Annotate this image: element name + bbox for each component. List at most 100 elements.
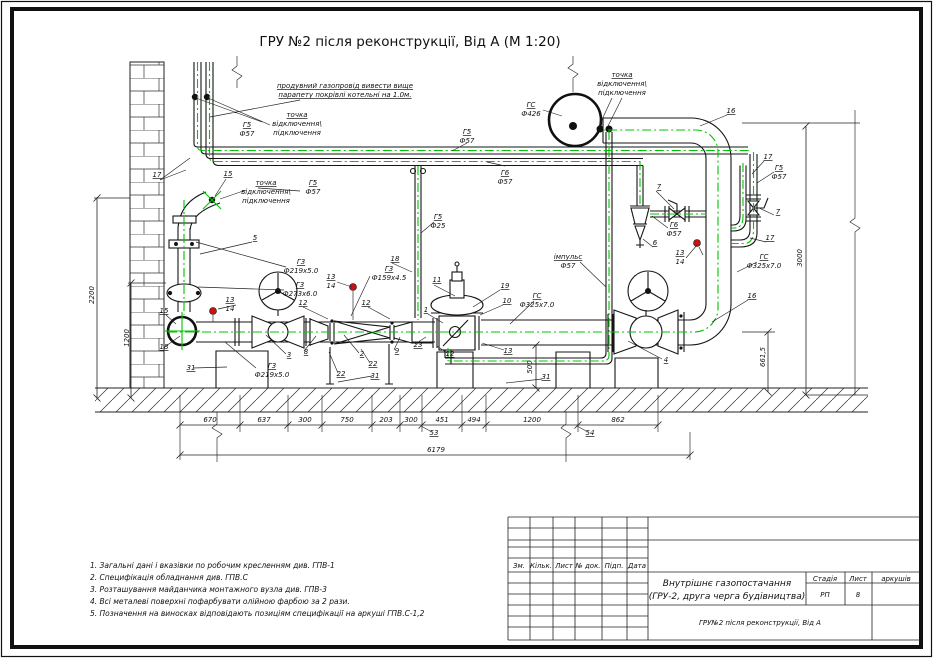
dim: 750 <box>340 416 354 424</box>
tb-sheets-label: аркушів <box>881 575 911 583</box>
callout-label: 8 <box>304 348 309 356</box>
callout-label: 11 <box>433 276 442 284</box>
drawing-title: ГРУ №2 після реконструкції, Від А (М 1:2… <box>259 34 560 50</box>
callout-label: 23 <box>414 341 423 349</box>
tb-col-ndok: № док. <box>574 562 600 570</box>
support-23 <box>436 351 474 388</box>
callout-label: 53 <box>430 429 439 437</box>
brick-wall <box>129 61 165 389</box>
tb-drawing-name: ГРУ№2 після реконструкції, Від А <box>699 619 821 627</box>
callout-label: 9 <box>395 347 400 355</box>
callout-label: 3 <box>287 351 291 359</box>
tb-col-zm: Зм. <box>513 562 525 570</box>
support-31 <box>614 357 659 388</box>
gas-centerlines <box>164 62 755 362</box>
support-31 <box>215 350 269 388</box>
callout-label: 31 <box>542 373 551 381</box>
callout-label: 16 <box>727 107 736 115</box>
title-block: Зм. Кільк. Лист № док. Підп. Дата Внутрі… <box>507 516 921 641</box>
callout-label: 6 <box>653 239 658 247</box>
dim-1200: 1200 <box>123 329 131 347</box>
callout-label: 4 <box>664 356 668 364</box>
tb-col-pidp: Підп. <box>605 562 624 570</box>
callout-label: 5 <box>253 234 258 242</box>
dim: 203 <box>379 416 392 424</box>
dim: 494 <box>467 416 480 424</box>
dim-3000: 3000 <box>796 249 804 267</box>
callout-label: 1 <box>424 306 428 314</box>
callout-label: 17 <box>766 234 775 242</box>
dim: 1200 <box>523 416 541 424</box>
dim: 670 <box>203 416 217 424</box>
callout-label: 12 <box>299 299 308 307</box>
ground-hatch <box>95 387 868 413</box>
dim: 300 <box>404 416 418 424</box>
callout-label: 7 <box>776 208 781 216</box>
tb-sheet-value: 8 <box>856 591 861 599</box>
callout-label: 31 <box>187 364 196 372</box>
f426-center-dot <box>569 122 577 130</box>
callout-label: 12 <box>362 299 371 307</box>
tb-col-list: Лист <box>554 562 574 570</box>
tb-col-kilk: Кільк. <box>530 562 552 570</box>
leader-lines <box>159 97 775 433</box>
note-line: 3. Розташування майданчика монтажного ву… <box>90 585 327 594</box>
tb-stage-label: Стадія <box>813 575 837 583</box>
note-line: 4. Всі металеві поверхні пофарбувати олі… <box>90 597 350 606</box>
callout-label: 15 <box>224 170 233 178</box>
callout-label: 15 <box>160 307 169 315</box>
callout-label: 16 <box>748 292 757 300</box>
callout-label: 22 <box>369 360 378 368</box>
general-notes: 1. Загальні дані і вказівки по робочим к… <box>90 561 425 618</box>
tb-stage-value: РП <box>820 591 830 599</box>
callout-label: 31 <box>371 372 380 380</box>
callout-label: 12 <box>446 350 455 358</box>
dimension-lines <box>93 56 868 462</box>
dim-661: 661,5 <box>759 346 767 367</box>
dim-500: 500 <box>526 360 534 374</box>
callout-label: 13 <box>504 347 513 355</box>
dim: 862 <box>611 416 625 424</box>
dim-2200: 2200 <box>88 286 96 304</box>
dim: 300 <box>298 416 312 424</box>
dim: 637 <box>257 416 271 424</box>
support-22 <box>326 344 393 385</box>
callout-label: 18 <box>391 255 400 263</box>
callout-label: 17 <box>764 153 773 161</box>
callout-label: 2 <box>360 350 365 358</box>
drawing-frame <box>10 7 923 649</box>
note-line: 1. Загальні дані і вказівки по робочим к… <box>90 561 335 570</box>
dim: 451 <box>435 416 448 424</box>
tb-project-1: Внутрішнє газопостачання <box>663 579 792 589</box>
support-31 <box>555 351 591 388</box>
callout-label: 19 <box>501 282 510 290</box>
callout-label: 22 <box>337 370 346 378</box>
callout-label: 17 <box>153 171 162 179</box>
note-line: 5. Позначення на виносках відповідають п… <box>90 609 425 618</box>
tb-project-2: (ГРУ-2, друга черга будівництва) <box>649 592 806 602</box>
tb-col-data: Дата <box>627 562 646 570</box>
